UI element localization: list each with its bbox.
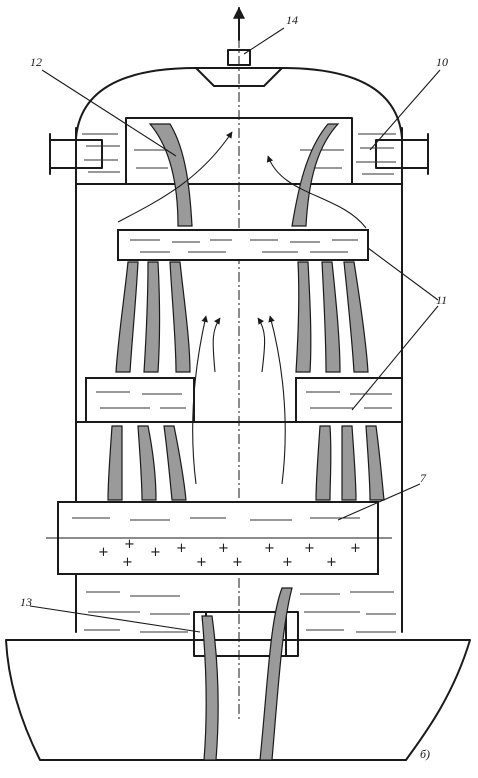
upper-plate-jets bbox=[115, 261, 369, 373]
plus-sign: + bbox=[350, 541, 361, 556]
bottom-jets bbox=[201, 587, 293, 761]
vessel-dome bbox=[75, 67, 403, 173]
plus-sign: + bbox=[304, 541, 315, 556]
label-11: 11 bbox=[436, 293, 447, 307]
plus-sign: + bbox=[218, 541, 229, 556]
label-12: 12 bbox=[30, 55, 42, 69]
plus-sign: + bbox=[150, 545, 161, 560]
bottom-liquid-section bbox=[84, 591, 396, 633]
upper-distribution-plate bbox=[117, 229, 369, 261]
top-collector-chamber bbox=[75, 117, 403, 185]
label-7: 7 bbox=[420, 471, 427, 485]
middle-plate-jets bbox=[107, 425, 385, 501]
label-14: 14 bbox=[286, 13, 298, 27]
plus-sign: + bbox=[326, 555, 337, 570]
plus-sign: + bbox=[264, 541, 275, 556]
plus-signs: +++++++++++++ bbox=[98, 537, 361, 570]
label-13: 13 bbox=[20, 595, 32, 609]
plus-sign: + bbox=[176, 541, 187, 556]
plus-sign: + bbox=[98, 545, 109, 560]
plus-sign: + bbox=[122, 555, 133, 570]
leader-lines bbox=[29, 27, 441, 633]
base-vessel bbox=[5, 639, 471, 761]
gas-flow-arrows bbox=[117, 131, 367, 485]
lower-plate bbox=[46, 501, 392, 575]
top-left-jet bbox=[148, 123, 193, 227]
middle-distribution-plates bbox=[75, 377, 403, 423]
plus-sign: + bbox=[196, 555, 207, 570]
top-right-jet bbox=[291, 123, 340, 227]
plus-sign: + bbox=[282, 555, 293, 570]
label-10: 10 bbox=[436, 55, 448, 69]
plus-sign: + bbox=[232, 555, 243, 570]
top-outlet-nozzle bbox=[195, 49, 283, 87]
caption: б) bbox=[420, 747, 430, 761]
plus-sign: + bbox=[124, 537, 135, 552]
